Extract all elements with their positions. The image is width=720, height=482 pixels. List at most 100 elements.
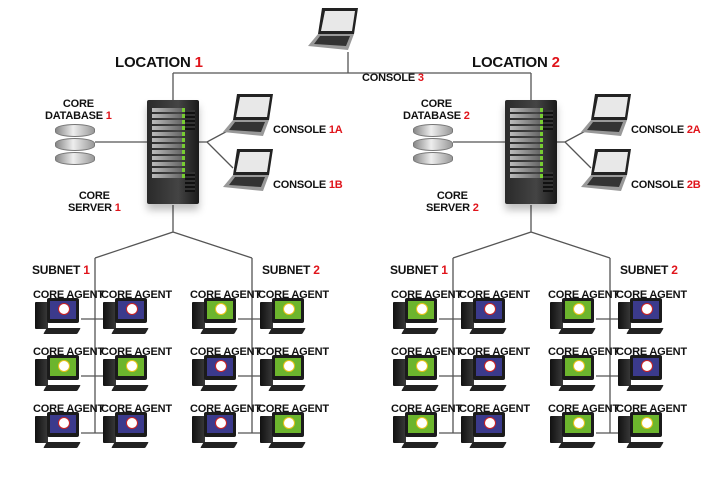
computer-icon[interactable] <box>457 412 515 452</box>
computer-icon[interactable] <box>614 355 672 395</box>
subnet-1-label: SUBNET 1 <box>32 262 90 278</box>
label-text: SUBNET <box>390 263 442 277</box>
screen-green <box>275 301 301 319</box>
monitor <box>115 298 147 323</box>
monitor <box>272 412 304 437</box>
location-1-title: LOCATION 1 <box>115 55 203 71</box>
screen-purple <box>476 415 502 433</box>
computer-icon[interactable] <box>389 298 447 338</box>
screen-purple <box>50 415 76 433</box>
label-number: 1 <box>105 110 112 122</box>
keyboard <box>626 442 664 448</box>
rack-unit <box>152 138 185 142</box>
computer-icon[interactable] <box>188 412 246 452</box>
tower <box>461 302 474 329</box>
rack-unit <box>152 126 185 130</box>
computer-icon[interactable] <box>188 355 246 395</box>
logo-icon <box>573 417 585 429</box>
subnet-2-label: SUBNET 2 <box>262 262 320 278</box>
computer-icon[interactable] <box>546 412 604 452</box>
monitor <box>630 355 662 380</box>
tower <box>461 359 474 386</box>
screen-purple <box>207 415 233 433</box>
computer-icon[interactable] <box>31 298 89 338</box>
screen-purple <box>633 358 659 376</box>
rack-unit <box>152 120 185 124</box>
label-text: SUBNET <box>262 263 314 277</box>
rack-unit <box>510 174 543 178</box>
laptop-icon <box>223 94 273 136</box>
computer-icon[interactable] <box>31 412 89 452</box>
vent <box>543 172 553 192</box>
console-2B-label: CONSOLE 2B <box>631 179 701 191</box>
keyboard <box>469 442 507 448</box>
rack-unit <box>510 114 543 118</box>
label-text: CONSOLE <box>273 124 329 136</box>
vent <box>185 110 195 130</box>
logo-icon <box>126 417 138 429</box>
screen-purple <box>50 301 76 319</box>
computer-icon[interactable] <box>546 298 604 338</box>
computer-icon[interactable] <box>256 355 314 395</box>
console-2A-label: CONSOLE 2A <box>631 124 701 136</box>
label-number: 2 <box>671 263 678 277</box>
monitor <box>405 298 437 323</box>
computer-icon[interactable] <box>99 298 157 338</box>
label-number: 1 <box>83 263 90 277</box>
keyboard <box>626 385 664 391</box>
computer-icon[interactable] <box>614 412 672 452</box>
label-text: CONSOLE <box>631 124 687 136</box>
rack-unit <box>152 156 185 160</box>
tower <box>393 359 406 386</box>
computer-icon[interactable] <box>457 298 515 338</box>
network-links <box>439 127 620 434</box>
tower <box>550 359 563 386</box>
monitor <box>115 412 147 437</box>
computer-icon[interactable] <box>256 298 314 338</box>
laptop-icon <box>308 8 358 50</box>
console-1B-label: CONSOLE 1B <box>273 179 343 191</box>
tower <box>192 302 205 329</box>
computer-icon[interactable] <box>31 355 89 395</box>
monitor <box>473 298 505 323</box>
logo-icon <box>126 303 138 315</box>
computer-icon[interactable] <box>99 412 157 452</box>
keyboard <box>43 385 81 391</box>
label-text: SERVER <box>68 202 115 214</box>
computer-icon[interactable] <box>99 355 157 395</box>
logo-icon <box>58 360 70 372</box>
screen-green <box>275 415 301 433</box>
computer-icon[interactable] <box>389 355 447 395</box>
subnet-1-label: SUBNET 1 <box>390 262 448 278</box>
keyboard <box>43 442 81 448</box>
computer-icon[interactable] <box>188 298 246 338</box>
computer-icon[interactable] <box>457 355 515 395</box>
computer-icon[interactable] <box>389 412 447 452</box>
label-text: DATABASE <box>45 110 106 122</box>
screen-purple <box>476 358 502 376</box>
screen-green <box>565 415 591 433</box>
keyboard <box>43 328 81 334</box>
screen-purple <box>476 301 502 319</box>
disk <box>55 152 95 165</box>
keyboard <box>111 385 149 391</box>
keyboard <box>268 385 306 391</box>
computer-icon[interactable] <box>546 355 604 395</box>
logo-icon <box>215 360 227 372</box>
label-text: LOCATION <box>472 54 552 71</box>
monitor <box>204 412 236 437</box>
rack-unit <box>152 144 185 148</box>
rack-unit <box>510 162 543 166</box>
logo-icon <box>215 303 227 315</box>
keyboard <box>469 328 507 334</box>
screen-green <box>565 301 591 319</box>
keyboard <box>268 442 306 448</box>
computer-icon[interactable] <box>256 412 314 452</box>
computer-icon[interactable] <box>614 298 672 338</box>
label-number: 2 <box>472 202 479 214</box>
keyboard <box>558 328 596 334</box>
logo-icon <box>58 417 70 429</box>
